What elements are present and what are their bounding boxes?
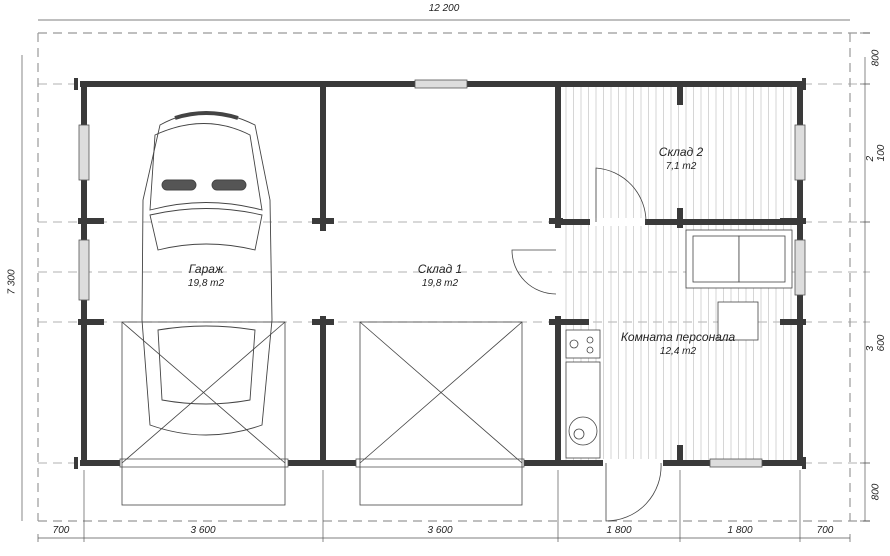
window: [794, 124, 806, 181]
dim-bottom: 3 600: [190, 525, 216, 536]
room-area-storage-1: 19,8 m2: [421, 278, 459, 289]
window: [78, 239, 90, 301]
dimension-lines: [21, 19, 870, 542]
window: [414, 79, 468, 89]
counter: [565, 361, 601, 459]
dim-right: 800: [870, 483, 882, 501]
car-outline: [141, 111, 273, 436]
doors: [121, 167, 662, 522]
room-area-storage-2: 7,1 m2: [665, 161, 697, 172]
dim-overall-depth: 7 300: [6, 269, 18, 295]
room-area-garage: 19,8 m2: [187, 278, 225, 289]
dim-bottom: 1 800: [606, 525, 632, 536]
dim-bottom: 3 600: [427, 525, 453, 536]
openings: [78, 79, 806, 468]
dim-bottom: 1 800: [727, 525, 753, 536]
room-name-garage: Гараж: [188, 262, 224, 276]
table: [717, 301, 759, 341]
door-swing: [605, 462, 662, 522]
garage-door: [121, 321, 286, 506]
window: [709, 458, 763, 468]
dimension-ticks: [37, 32, 870, 542]
window: [78, 124, 90, 181]
dim-overall-width: 12 200: [428, 3, 460, 14]
storage-door: [359, 321, 523, 506]
dim-bottom: 700: [816, 525, 834, 536]
dim-right: 800: [870, 49, 882, 67]
window: [794, 239, 806, 296]
door-swing: [595, 167, 647, 223]
room-name-storage-1: Склад 1: [417, 262, 463, 276]
door-swing: [511, 249, 557, 295]
room-area-staff-room: 12,4 m2: [659, 346, 697, 357]
dim-right: 3 600: [865, 334, 887, 352]
room-name-staff-room: Комната персонала: [620, 330, 736, 344]
room-name-storage-2: Склад 2: [658, 145, 704, 159]
dim-bottom: 700: [52, 525, 70, 536]
dim-right: 2 100: [865, 144, 887, 162]
furniture: [565, 229, 793, 459]
